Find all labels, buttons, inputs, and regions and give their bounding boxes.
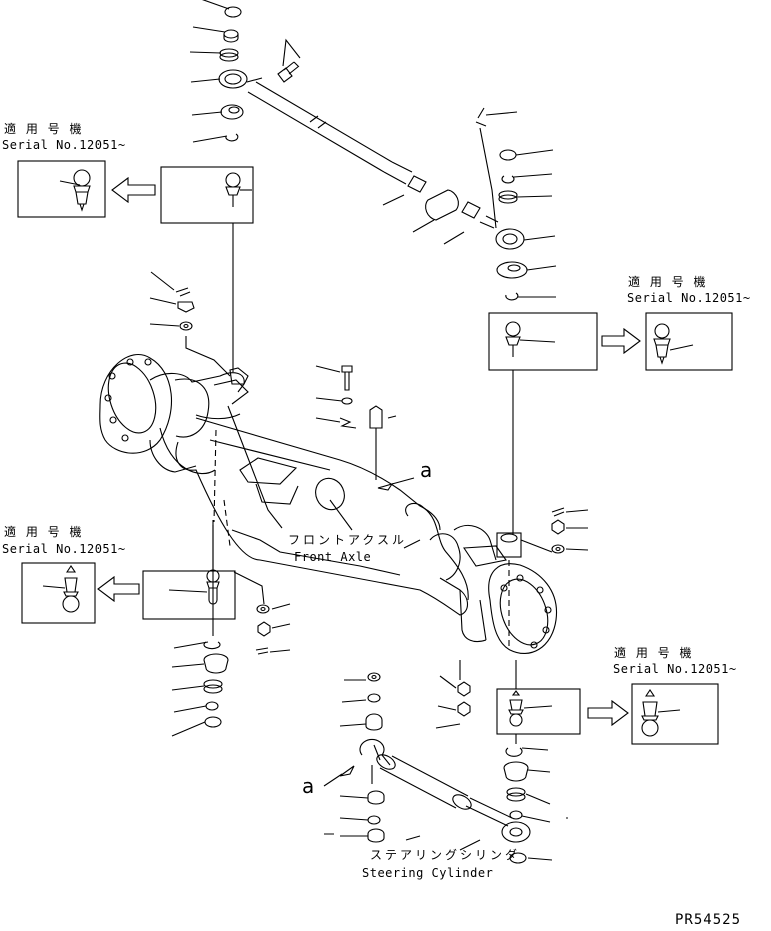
tie-rod-assembly [189,0,557,301]
serial-note-applicable-1: 適 用 号 機 [4,122,85,136]
tie-rod-tube [247,81,393,173]
axle-beam [195,417,441,531]
tie-rod-nut-2 [461,201,481,219]
axle-right-small-parts [520,507,589,554]
steering-cylinder-assembly [323,660,568,864]
axle-left-small-parts [149,271,249,385]
axle-lower-left-parts [171,520,291,737]
cylinder-barrel [379,755,469,809]
ball-joint-serial-box-mid-left [21,562,140,624]
tie-rod-sleeve [425,189,459,221]
serial-note-number-2: Serial No.12051~ [627,291,751,305]
ball-joint-serial-box-top-right [601,312,733,371]
serial-note-applicable-4: 適 用 号 機 [614,646,695,660]
serial-note-number-3: Serial No.12051~ [2,542,126,556]
serial-note-applicable-2: 適 用 号 機 [628,275,709,289]
serial-note-number-4: Serial No.12051~ [613,662,737,676]
tie-rod-left-parts [189,0,301,143]
ball-joint-serial-box-top-left [17,160,156,218]
front-axle-body [99,353,558,655]
ball-joint-box-top-left [160,166,254,372]
front-axle-leader [227,405,421,549]
front-axle-label-ja: フロントアクスル [288,533,408,547]
tie-rod-nut [407,175,427,193]
callout-a-lower: a [302,774,315,798]
ball-joint-box-mid-left [142,525,236,620]
serial-note-number-1: Serial No.12051~ [2,138,126,152]
left-hub [99,353,172,454]
axle-center-bolt-parts [315,365,415,491]
ball-joint-serial-box-mid-right [587,683,719,745]
right-hub [488,563,558,655]
ball-joint-box-mid-right [496,660,581,735]
front-axle-label-en: Front Axle [294,550,372,564]
serial-note-applicable-3: 適 用 号 機 [4,525,85,539]
steering-cylinder-label-ja: ステアリングシリンダ [370,848,521,862]
ball-joint-box-top-right [488,312,598,535]
steering-cylinder-label-en: Steering Cylinder [362,866,494,880]
steering-label-leader [405,835,481,851]
figure-code: PR54525 [675,912,742,928]
cylinder-rod [465,797,513,827]
callout-a-upper: a [420,458,433,482]
